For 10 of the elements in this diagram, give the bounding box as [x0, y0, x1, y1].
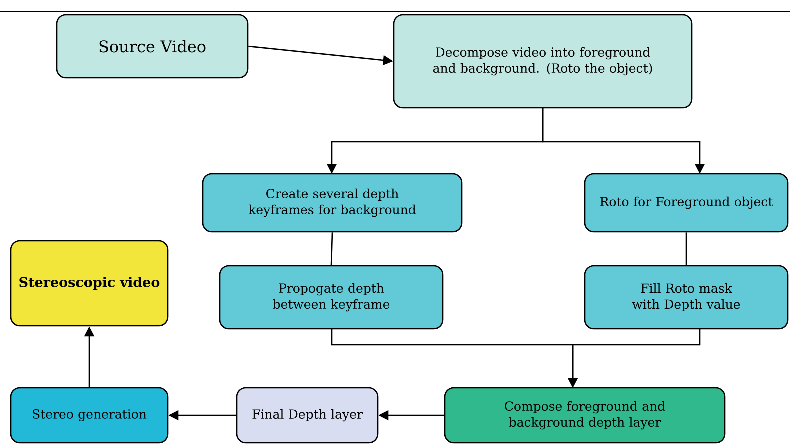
process-box: Decompose video into foreground and background. (Roto the object)	[393, 14, 693, 109]
process-box: Source Video	[56, 14, 249, 79]
process-box: Stereo generation	[10, 387, 169, 444]
process-box: Create several depth keyframes for background	[202, 173, 463, 233]
process-box: Propogate depth between keyframe	[219, 265, 444, 330]
process-box: Compose foreground and background depth layer	[444, 387, 726, 444]
output-box: Stereoscopic video	[10, 240, 169, 327]
process-box: Final Depth layer	[236, 387, 379, 444]
process-box: Fill Roto mask with Depth value	[584, 265, 789, 330]
process-box: Roto for Foreground object	[584, 173, 789, 233]
